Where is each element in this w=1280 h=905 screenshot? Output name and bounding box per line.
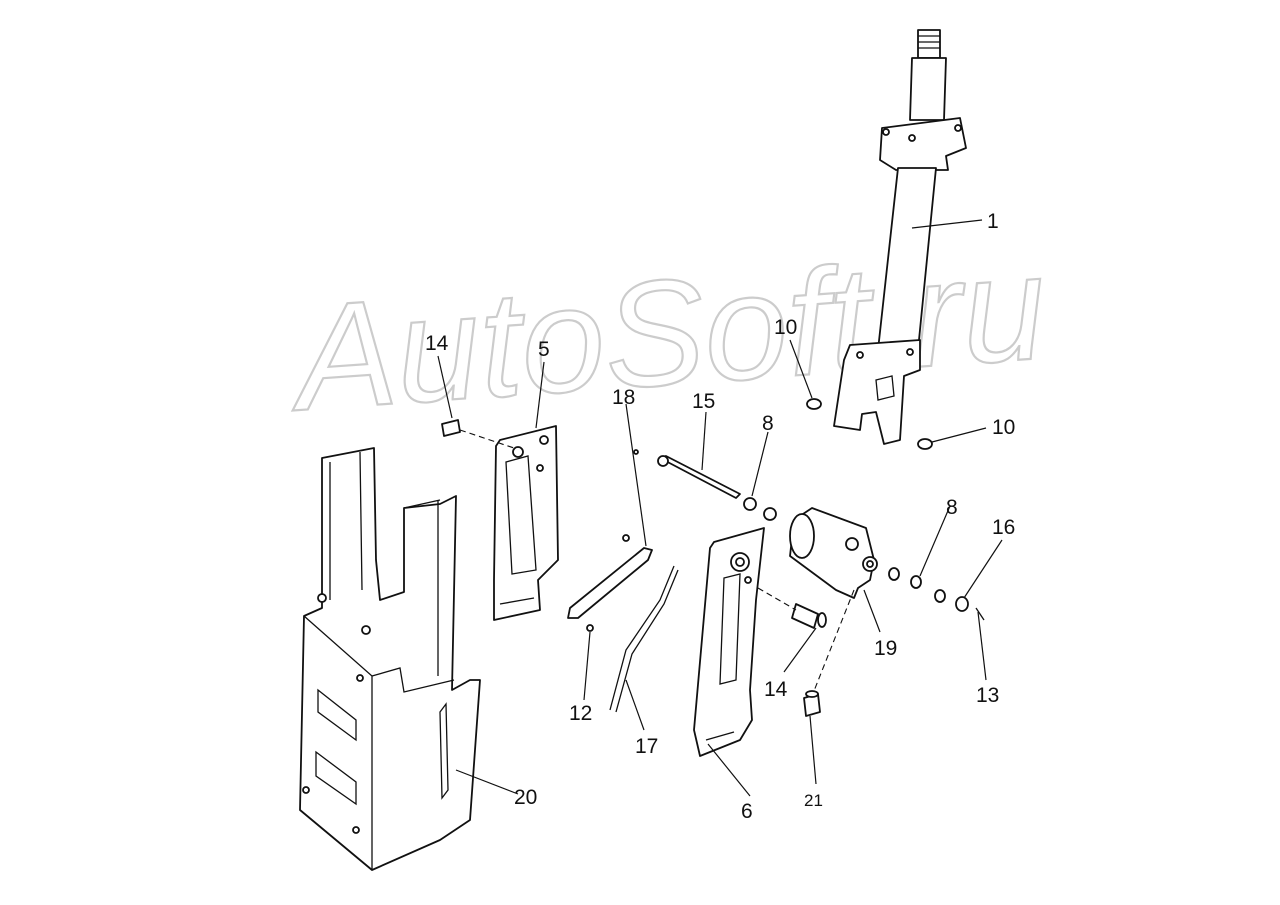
part-12-pin bbox=[586, 624, 594, 632]
watermark-text: AutoSoft.ru bbox=[283, 222, 1051, 442]
part-8-washers bbox=[743, 497, 777, 521]
part-5-plate bbox=[493, 425, 559, 621]
part-6-lever-plate bbox=[693, 527, 765, 757]
callout-13: 13 bbox=[976, 684, 999, 707]
callout-6: 6 bbox=[741, 800, 753, 823]
callout-15: 15 bbox=[692, 390, 715, 413]
callout-5: 5 bbox=[538, 338, 550, 361]
part-10-washers bbox=[806, 398, 933, 450]
watermark: AutoSoft.ru bbox=[281, 221, 1052, 444]
callout-10-right: 10 bbox=[992, 416, 1015, 439]
callout-12: 12 bbox=[569, 702, 592, 725]
part-8-washers-right bbox=[888, 567, 946, 603]
callout-14-lower: 14 bbox=[764, 678, 788, 701]
part-18-rod bbox=[567, 449, 653, 619]
callout-21: 21 bbox=[804, 791, 823, 810]
callout-19: 19 bbox=[874, 637, 897, 660]
callout-10-upper: 10 bbox=[774, 316, 797, 339]
callout-14-upper: 14 bbox=[425, 332, 449, 355]
callout-17: 17 bbox=[635, 735, 658, 758]
callout-16: 16 bbox=[992, 516, 1015, 539]
part-17-spring-rod bbox=[609, 565, 679, 713]
callout-1: 1 bbox=[987, 210, 999, 233]
part-20-bracket-housing bbox=[299, 447, 481, 871]
part-15-long-bolt bbox=[657, 455, 741, 499]
callout-labels: 1 5 6 8 8 10 10 12 13 14 14 15 16 17 18 … bbox=[425, 210, 1015, 823]
callout-8-upper: 8 bbox=[762, 412, 774, 435]
part-21-grease-fitting bbox=[803, 690, 821, 717]
callout-18: 18 bbox=[612, 386, 635, 409]
part-16-nut bbox=[955, 596, 969, 612]
part-13-cotter-pin bbox=[975, 607, 985, 621]
part-14-bolt-left bbox=[441, 419, 515, 449]
part-1-steering-column bbox=[833, 29, 967, 445]
callout-20: 20 bbox=[514, 786, 537, 809]
part-14-bolt-right bbox=[757, 587, 827, 629]
leader-lines bbox=[437, 219, 1003, 797]
part-19-cylinder bbox=[789, 507, 878, 697]
callout-8-right: 8 bbox=[946, 496, 958, 519]
